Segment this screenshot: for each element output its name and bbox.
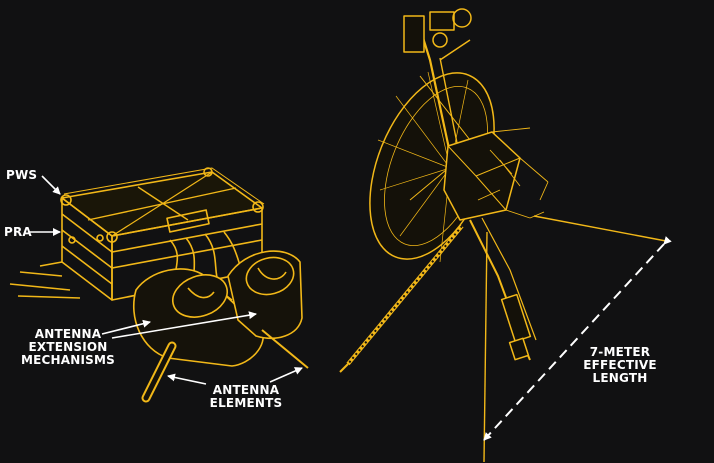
pra-label: PRA	[4, 225, 32, 239]
antenna-elements-label: ANTENNA ELEMENTS	[196, 384, 296, 410]
effective-length-label: 7-METER EFFECTIVE LENGTH	[570, 346, 670, 385]
effective-length-line1: 7-METER	[589, 345, 651, 359]
antenna-elements-line1: ANTENNA	[212, 383, 280, 397]
effective-length-line3: LENGTH	[592, 371, 648, 385]
antenna-mechanisms-line3: MECHANISMS	[20, 353, 115, 367]
antenna-mechanisms-line1: ANTENNA	[34, 327, 102, 341]
effective-length-dimension	[483, 236, 672, 441]
antenna-mechanisms	[132, 250, 309, 403]
callout-arrows	[30, 175, 303, 385]
pws-label: PWS	[6, 168, 38, 182]
effective-length-line2: EFFECTIVE	[583, 358, 657, 372]
instrument-box	[9, 167, 265, 303]
voyager-spacecraft	[339, 8, 667, 463]
antenna-elements-line2: ELEMENTS	[209, 396, 283, 410]
antenna-mechanisms-line2: EXTENSION	[28, 340, 108, 354]
antenna-mechanisms-label: ANTENNA EXTENSION MECHANISMS	[18, 328, 118, 367]
